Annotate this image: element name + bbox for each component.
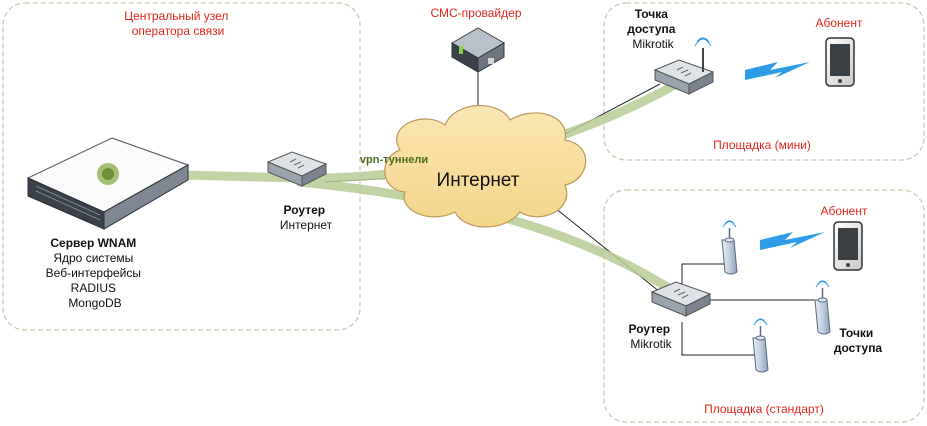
subscriber-mini-label: Абонент [816, 16, 863, 30]
standard-router-label: Роутер Mikrotik [629, 322, 674, 351]
mini-zone-label: Площадка (мини) [713, 138, 811, 152]
mini-access-point-icon [654, 37, 714, 95]
link-cloud-router-std [554, 207, 661, 293]
standard-access-points-label: Точки доступа [834, 326, 883, 355]
standard-zone [603, 189, 925, 423]
central-zone-label: Центральный узел оператора связи [124, 9, 232, 38]
subscriber-standard-label: Абонент [821, 204, 868, 218]
wireless-mini-icon [745, 62, 810, 80]
subscriber-phone-mini-icon [825, 37, 855, 87]
sms-provider-icon [450, 27, 506, 73]
standard-lan-lines [681, 263, 818, 356]
central-router-label: Роутер Интернет [280, 203, 333, 232]
sms-provider-label: СМС-провайдер [430, 6, 521, 20]
standard-access-point-2-icon [814, 280, 831, 335]
wnam-server-icon [26, 137, 190, 230]
standard-access-point-1-icon [721, 220, 738, 275]
central-zone [2, 2, 361, 331]
internet-label: Интернет [437, 170, 520, 191]
wireless-standard-icon [760, 232, 825, 250]
standard-zone-label: Площадка (стандарт) [704, 402, 824, 416]
internet-cloud [384, 105, 587, 228]
mini-access-point-label: Точка доступа Mikrotik [627, 7, 679, 51]
standard-access-point-3-icon [752, 318, 769, 373]
subscriber-phone-standard-icon [833, 221, 863, 271]
mini-zone [603, 2, 925, 161]
server-label: Сервер WNAM Ядро системы Веб-интерфейсы … [46, 236, 145, 310]
vpn-tunnels [95, 77, 685, 295]
vpn-label: vpn-туннели [360, 154, 428, 166]
